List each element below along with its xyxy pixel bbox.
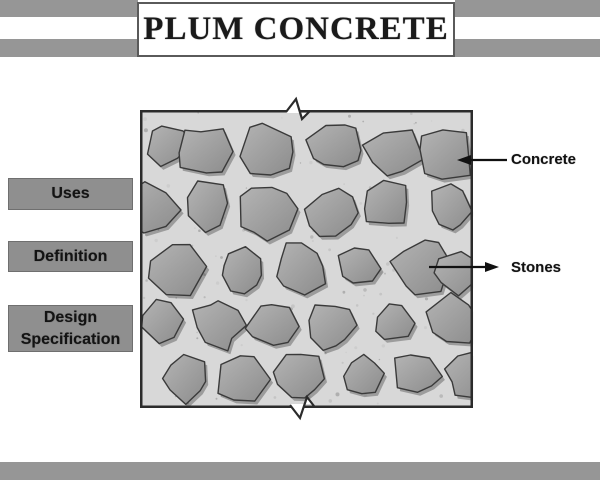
break-mark-top bbox=[285, 96, 311, 122]
sidebar-item-definition[interactable]: Definition bbox=[8, 241, 133, 272]
stone bbox=[305, 124, 362, 168]
stone bbox=[146, 125, 194, 168]
stone bbox=[272, 353, 326, 399]
stone bbox=[221, 245, 263, 295]
stone bbox=[191, 300, 248, 352]
stone bbox=[142, 298, 185, 345]
stone bbox=[303, 187, 359, 238]
decor-bar-top-left bbox=[0, 0, 138, 17]
plum-concrete-diagram bbox=[140, 96, 507, 421]
stone bbox=[276, 242, 327, 296]
stone bbox=[419, 129, 471, 180]
title-box: PLUM CONCRETE bbox=[137, 2, 455, 57]
sidebar-item-definition-label: Definition bbox=[33, 247, 108, 265]
stone bbox=[389, 239, 451, 296]
sidebar-item-uses-label: Uses bbox=[51, 185, 90, 203]
decor-bar-top-right bbox=[455, 0, 600, 17]
stone bbox=[147, 243, 208, 297]
stone bbox=[393, 354, 443, 393]
stone bbox=[161, 353, 207, 405]
label-concrete: Concrete bbox=[511, 151, 577, 168]
stone bbox=[239, 186, 299, 242]
stones-layer bbox=[142, 122, 471, 405]
label-stones: Stones bbox=[511, 259, 562, 276]
stone bbox=[178, 128, 234, 174]
stone bbox=[142, 180, 182, 234]
decor-bar-bottom-left bbox=[0, 39, 138, 57]
stone bbox=[425, 291, 471, 344]
stone bbox=[363, 179, 408, 225]
stone bbox=[431, 183, 471, 231]
stone bbox=[361, 129, 425, 177]
sidebar-item-design-specification-label: Design Specification bbox=[20, 308, 121, 348]
stone bbox=[186, 180, 229, 234]
sidebar-item-uses[interactable]: Uses bbox=[8, 178, 133, 210]
diagram-border bbox=[140, 110, 473, 408]
stone bbox=[308, 304, 358, 352]
stones-arrow bbox=[429, 262, 499, 272]
stone bbox=[443, 352, 471, 398]
stone bbox=[217, 355, 272, 402]
break-mark-bottom bbox=[289, 394, 315, 421]
decor-bar-bottom-right bbox=[455, 39, 600, 57]
concrete-arrow bbox=[457, 155, 507, 165]
sidebar-item-design-specification[interactable]: Design Specification bbox=[8, 305, 133, 352]
stone bbox=[433, 250, 471, 297]
stone bbox=[337, 247, 382, 284]
decor-bar-footer bbox=[0, 462, 600, 480]
stone bbox=[239, 122, 294, 176]
page-title: PLUM CONCRETE bbox=[143, 11, 449, 47]
stone bbox=[244, 303, 300, 347]
stone bbox=[375, 303, 416, 341]
stone bbox=[342, 353, 386, 395]
